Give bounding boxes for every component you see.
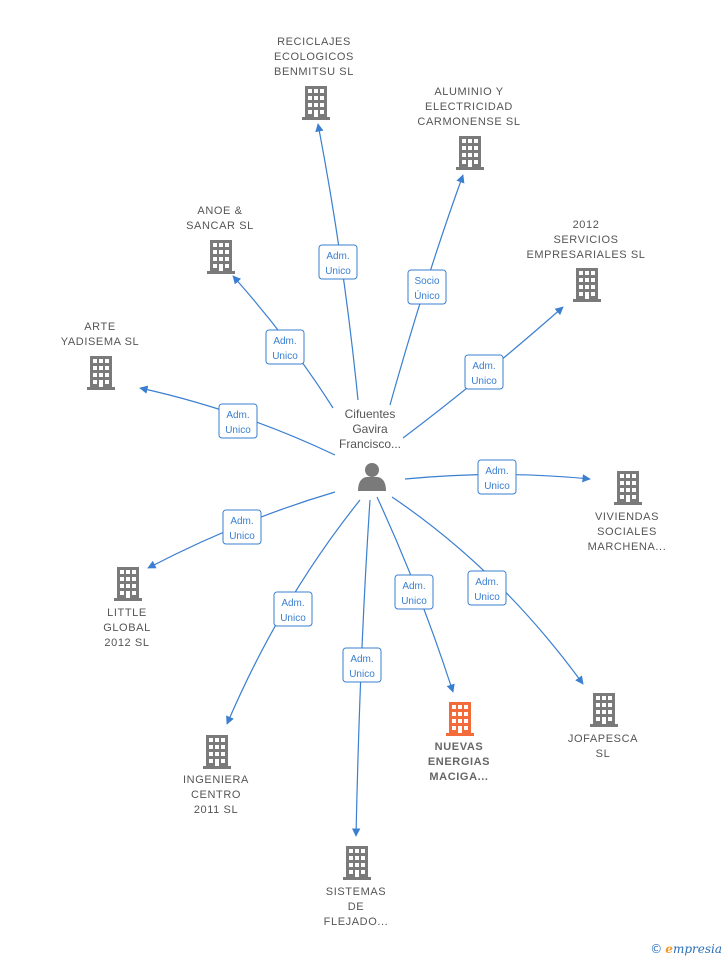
brand-name: mpresia [672, 942, 722, 956]
company-label-line: SOCIALES [597, 526, 657, 538]
company-label-line: YADISEMA SL [61, 336, 140, 348]
brand-footer[interactable]: ©empresia [650, 942, 722, 956]
company-label-line: CARMONENSE SL [417, 116, 520, 128]
edge-label-reciclajes[interactable]: Adm. Unico [318, 244, 358, 280]
edge-label-line: Adm. [485, 466, 508, 477]
copyright-icon: © [650, 942, 663, 956]
building-icon [302, 86, 330, 120]
edge-label-line: Único [414, 289, 440, 302]
company-label-line: JOFAPESCA [568, 733, 638, 745]
company-label-line: SISTEMAS [326, 886, 386, 898]
company-label-line: EMPRESARIALES SL [526, 249, 645, 261]
building-icon [573, 268, 601, 302]
building-icon [343, 846, 371, 880]
edge-label-servicios2012[interactable]: Adm. Unico [464, 354, 504, 390]
company-label-line: ELECTRICIDAD [425, 101, 513, 113]
edge-label-viviendas[interactable]: Adm. Unico [477, 459, 517, 495]
company-node-viviendas[interactable]: VIVIENDAS SOCIALES MARCHENA... [588, 471, 667, 553]
company-label-line: 2012 [573, 219, 600, 231]
edge-label-line: Unico [474, 592, 500, 603]
edge-label-line: Adm. [326, 251, 349, 262]
edge-label-line: Socio [414, 276, 439, 287]
company-label-line: SERVICIOS [553, 234, 618, 246]
edge-label-line: Unico [280, 613, 306, 624]
company-label-line: ANOE & [197, 205, 242, 217]
person-name-line: Gavira [352, 422, 388, 436]
company-node-ingeniera[interactable]: INGENIERA CENTRO 2011 SL [183, 735, 249, 816]
company-node-anoe[interactable]: ANOE & SANCAR SL [186, 205, 254, 274]
company-label-line: ARTE [84, 321, 116, 333]
edge-label-line: Adm. [350, 654, 373, 665]
company-label-line: FLEJADO... [324, 916, 389, 928]
company-label-line: VIVIENDAS [595, 511, 659, 523]
edge-label-line: Unico [471, 376, 497, 387]
center-person[interactable]: CifuentesGaviraFrancisco... [339, 407, 401, 491]
edge-label-nuevas[interactable]: Adm. Unico [394, 574, 434, 610]
building-icon [456, 136, 484, 170]
company-label-line: 2011 SL [194, 804, 238, 816]
edge-label-arte[interactable]: Adm. Unico [218, 403, 258, 439]
company-node-reciclajes[interactable]: RECICLAJES ECOLOGICOS BENMITSU SL [274, 36, 354, 120]
company-label-line: RECICLAJES [277, 36, 351, 48]
company-label-line: 2012 SL [104, 637, 149, 649]
person-name-line: Cifuentes [345, 407, 396, 421]
company-label-line: DE [348, 901, 364, 913]
company-node-arte[interactable]: ARTE YADISEMA SL [61, 321, 140, 390]
edge-label-little[interactable]: Adm. Unico [222, 509, 262, 545]
company-label-line: NUEVAS [435, 741, 484, 753]
edge-label-line: Unico [349, 669, 375, 680]
edge-label-line: Unico [229, 531, 255, 542]
building-icon [207, 240, 235, 274]
edge-label-ingeniera[interactable]: Adm. Unico [273, 591, 313, 627]
edge-label-jofapesca[interactable]: Adm. Unico [467, 570, 507, 606]
edge-label-line: Unico [225, 425, 251, 436]
company-label-line: ECOLOGICOS [274, 51, 354, 63]
company-label-line: MACIGA... [429, 771, 488, 783]
edge-label-line: Adm. [281, 598, 304, 609]
company-label-line: BENMITSU SL [274, 66, 354, 78]
person-icon [358, 463, 386, 491]
edge-label-anoe[interactable]: Adm. Unico [265, 329, 305, 365]
building-icon [614, 471, 642, 505]
building-icon [114, 567, 142, 601]
company-label-line: LITTLE [107, 607, 147, 619]
company-node-aluminio[interactable]: ALUMINIO Y ELECTRICIDAD CARMONENSE SL [417, 86, 520, 170]
company-label-line: MARCHENA... [588, 541, 667, 553]
company-label-line: ALUMINIO Y [434, 86, 503, 98]
building-icon [446, 702, 474, 736]
company-label-line: SL [596, 748, 611, 760]
edges-layer: Adm.UnicoSocioÚnicoAdm.UnicoAdm.UnicoAdm… [139, 123, 591, 837]
company-node-sistemas[interactable]: SISTEMAS DE FLEJADO... [324, 846, 389, 928]
edge-label-line: Unico [272, 351, 298, 362]
nodes-layer: RECICLAJES ECOLOGICOS BENMITSU SL ALUMINIO … [61, 36, 667, 928]
edge-label-line: Adm. [402, 581, 425, 592]
edge-label-line: Adm. [230, 516, 253, 527]
company-label-line: ENERGIAS [428, 756, 490, 768]
edge-label-line: Adm. [273, 336, 296, 347]
edge-label-line: Unico [484, 481, 510, 492]
company-label-line: GLOBAL [103, 622, 151, 634]
company-label-line: INGENIERA [183, 774, 249, 786]
edge-label-line: Adm. [475, 577, 498, 588]
company-node-jofapesca[interactable]: JOFAPESCA SL [568, 693, 638, 760]
edge-label-line: Unico [401, 596, 427, 607]
edge-label-sistemas[interactable]: Adm. Unico [342, 647, 382, 683]
edge-label-line: Adm. [226, 410, 249, 421]
building-icon [87, 356, 115, 390]
edge-label-line: Adm. [472, 361, 495, 372]
company-label-line: CENTRO [191, 789, 241, 801]
company-label-line: SANCAR SL [186, 220, 254, 232]
building-icon [590, 693, 618, 727]
building-icon [203, 735, 231, 769]
brand-initial: e [665, 942, 673, 956]
edge-label-line: Unico [325, 266, 351, 277]
company-node-little[interactable]: LITTLE GLOBAL 2012 SL [103, 567, 151, 649]
person-name-line: Francisco... [339, 437, 401, 451]
company-node-nuevas[interactable]: NUEVAS ENERGIAS MACIGA... [428, 702, 490, 783]
